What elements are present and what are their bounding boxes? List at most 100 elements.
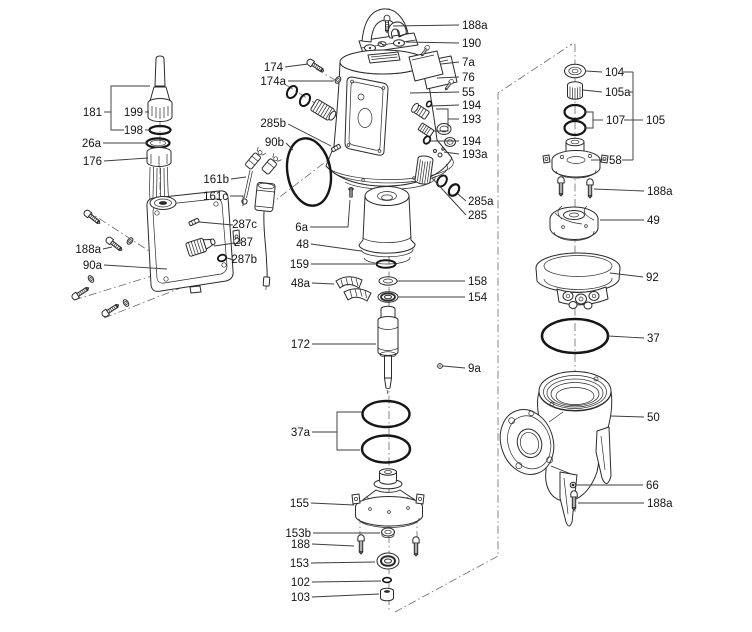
part-label-161b: 161b: [203, 174, 229, 186]
bracket-37a: [336, 411, 362, 451]
leader-103: [311, 593, 380, 598]
clamp-band-92: [535, 252, 621, 310]
carry-handle-190: [358, 8, 419, 54]
pin-9a: [437, 363, 443, 369]
slinger-48a: [335, 276, 372, 302]
gland-screws-188a: [557, 176, 594, 199]
cable-gland-o-rings: [285, 84, 312, 108]
leader-161b: [230, 176, 247, 180]
part-label-92: 92: [646, 272, 659, 284]
bushing-103: [380, 587, 394, 602]
bracket-107: [585, 111, 594, 129]
part-label-188a: 188a: [647, 186, 673, 198]
leader-188: [311, 543, 355, 547]
part-label-7a: 7a: [462, 57, 475, 69]
o-rings-37a: [360, 399, 412, 464]
part-label-154: 154: [468, 292, 488, 304]
part-label-199: 199: [124, 107, 143, 119]
part-label-194: 194: [462, 100, 482, 112]
part-label-190: 190: [462, 38, 481, 50]
leader-153: [310, 561, 376, 564]
part-label-287b: 287b: [231, 254, 257, 266]
part-label-48: 48: [296, 239, 309, 251]
part-label-193a: 193a: [462, 149, 488, 161]
leader-90a: [103, 264, 168, 270]
part-label-48a: 48a: [291, 278, 311, 290]
part-label-90a: 90a: [83, 260, 103, 272]
leader-188a: [392, 24, 460, 27]
part-label-66: 66: [646, 480, 659, 492]
part-label-193: 193: [462, 114, 481, 126]
leader-285a: [457, 193, 467, 202]
sleeve-105a: [567, 81, 583, 100]
o-rings-285a: [436, 174, 461, 197]
bearing-153: [376, 552, 400, 570]
part-label-76: 76: [462, 72, 475, 84]
centerlines-layer: [73, 8, 576, 613]
leader-6a: [310, 199, 351, 228]
gasket-90b: [285, 137, 333, 207]
screw-174: [305, 57, 326, 75]
part-label-287: 287: [234, 237, 253, 249]
part-label-198: 198: [124, 125, 143, 137]
centerline-cover-screw-axis-2: [73, 267, 179, 301]
leader-105a: [582, 89, 603, 93]
centerline-offset-axis: [394, 43, 573, 613]
leader-76: [436, 76, 460, 79]
cable-gland-176: [146, 147, 172, 202]
o-ring-102: [381, 576, 392, 584]
drops-193a: [433, 147, 445, 158]
leader-92: [609, 272, 644, 278]
part-label-103: 103: [291, 592, 310, 604]
leader-287b: [226, 257, 235, 261]
bracket-193: [434, 108, 449, 132]
part-label-188a: 188a: [647, 498, 673, 510]
leader-161c: [230, 195, 244, 206]
part-label-105: 105: [646, 115, 665, 127]
part-label-176: 176: [83, 156, 102, 168]
part-label-194: 194: [462, 136, 482, 148]
part-label-172: 172: [291, 339, 310, 351]
part-label-107: 107: [606, 115, 625, 127]
part-label-188: 188: [291, 539, 310, 551]
part-label-174: 174: [264, 62, 284, 74]
washer-174a: [334, 76, 342, 84]
part-label-159: 159: [290, 259, 309, 271]
leader-190: [405, 41, 460, 44]
leader-287: [213, 242, 236, 247]
o-ring-26a: [145, 137, 171, 149]
part-label-104: 104: [605, 67, 625, 79]
cover-screws-188a: [70, 208, 135, 319]
part-label-153: 153: [290, 558, 309, 570]
leader-188a: [593, 188, 645, 192]
cover-flap-7a: [408, 44, 455, 92]
leader-50: [610, 415, 645, 418]
leader-104: [585, 70, 603, 73]
leader-285: [431, 177, 467, 216]
leader-9a: [442, 365, 466, 369]
part-label-6a: 6a: [295, 222, 308, 234]
rotor-48: [358, 186, 416, 265]
impeller-49: [549, 205, 599, 241]
part-label-37: 37: [647, 333, 660, 345]
leader-193a: [443, 151, 460, 155]
leader-287c: [198, 221, 234, 226]
part-label-50: 50: [647, 412, 660, 424]
leader-194: [430, 104, 460, 107]
part-label-188a: 188a: [462, 20, 488, 32]
leader-174: [284, 63, 309, 68]
part-label-26a: 26a: [82, 138, 102, 150]
o-ring-287b: [216, 253, 228, 263]
pin-287c: [188, 217, 200, 227]
plug-66: [569, 481, 577, 489]
part-label-55: 55: [462, 87, 475, 99]
part-label-105a: 105a: [605, 87, 631, 99]
leader-102: [311, 580, 382, 583]
leader-155: [310, 502, 355, 506]
rotor-shaft-172: [377, 305, 399, 395]
part-label-9a: 9a: [468, 363, 481, 375]
seal-gland-58: [542, 137, 609, 179]
part-label-285b: 285b: [260, 118, 286, 130]
